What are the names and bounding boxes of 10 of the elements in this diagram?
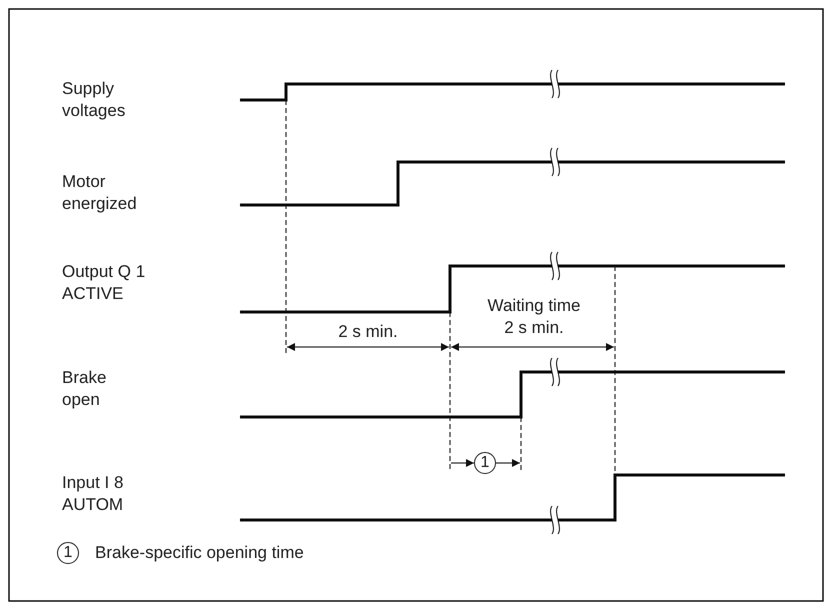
dimension-label: Waiting time 2 s min.: [486, 295, 582, 339]
footnote-text: Brake-specific opening time: [95, 542, 305, 564]
signal-name: Input I 8 AUTOM: [62, 472, 124, 516]
signal-name: Supply voltages: [62, 78, 126, 122]
dimension-label: 2 s min.: [337, 321, 399, 343]
callout-number: 1: [474, 452, 496, 474]
callout-number: 1: [57, 542, 79, 564]
signal-name: Motor energized: [62, 171, 138, 215]
signal-name: Brake open: [62, 367, 108, 411]
signal-name: Output Q 1 ACTIVE: [62, 261, 146, 305]
